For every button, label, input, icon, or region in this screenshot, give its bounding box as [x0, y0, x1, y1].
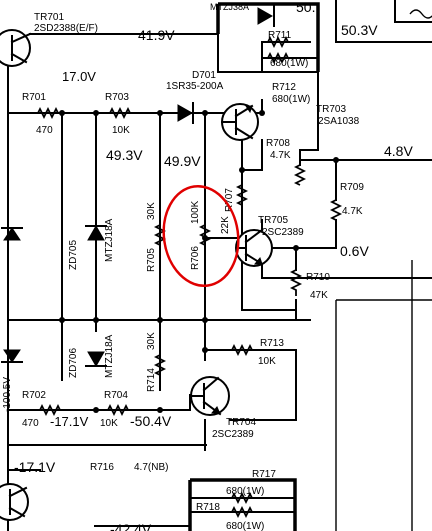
- tr-bottom-left-symbol: [0, 483, 29, 521]
- v-neg-17-1-mid: -17.1V: [50, 414, 89, 429]
- r718-value: 680(1W): [226, 521, 264, 531]
- r708-symbol: [293, 164, 307, 186]
- v-neg-17-1-left: -17.1V: [14, 459, 56, 475]
- r718-name: R718: [196, 502, 220, 513]
- d701-name: D701: [192, 70, 216, 81]
- v-17-0: 17.0V: [62, 69, 96, 84]
- r714-name: R714: [146, 368, 157, 392]
- v-top-partial: 50.: [296, 0, 315, 15]
- r704-name: R704: [104, 390, 128, 401]
- tr704-part: 2SC2389: [212, 429, 254, 440]
- r709-name: R709: [340, 182, 364, 193]
- r717-name: R717: [252, 469, 276, 480]
- r717-value: 680(1W): [226, 486, 264, 497]
- tr703-name: TR703: [316, 104, 346, 115]
- r713-name: R713: [260, 338, 284, 349]
- r708-value: 4.7K: [270, 150, 291, 161]
- r705-symbol: [153, 224, 167, 246]
- tr701-name: TR701: [34, 12, 64, 23]
- tr703-part: 2SA1038: [318, 116, 360, 127]
- r702-name: R702: [22, 390, 46, 401]
- r703-symbol: [109, 106, 131, 120]
- r704-symbol: [107, 403, 129, 417]
- r710-value: 47K: [310, 290, 328, 301]
- r711-value: 680(1W): [270, 58, 308, 69]
- zd705-symbol: [85, 224, 107, 241]
- r712-name: R712: [272, 82, 296, 93]
- r709-symbol: [329, 199, 343, 221]
- r701-value: 470: [36, 125, 53, 136]
- wires: [7, 0, 432, 531]
- r710-symbol: [289, 269, 303, 296]
- v-49-9: 49.9V: [164, 153, 201, 169]
- r704-value: 10K: [100, 418, 118, 429]
- r717-symbol: [231, 491, 253, 505]
- r705-value: 30K: [146, 202, 157, 220]
- v-neg-50-4: -50.4V: [130, 413, 172, 429]
- r706-symbol: [198, 224, 212, 246]
- tr701-part: 2SD2388(E/F): [34, 23, 98, 34]
- zd705-name: ZD705: [68, 240, 79, 270]
- r702-symbol: [39, 403, 61, 417]
- zener-left-mid-symbol: [1, 227, 23, 241]
- r709-value: 4.7K: [342, 206, 363, 217]
- d701-symbol: [169, 102, 211, 124]
- r712-symbol: [262, 51, 296, 65]
- v-bottom-partial: -42.4V: [110, 521, 152, 531]
- v-top-right: 50.3V: [341, 22, 378, 38]
- r714-value: 30K: [146, 332, 157, 350]
- zd706-symbol: [85, 351, 107, 368]
- r714-symbol: [153, 354, 167, 376]
- v-left-partial: -100.5V: [2, 377, 13, 412]
- r710-name: R710: [306, 272, 330, 283]
- tr703-symbol: [221, 103, 259, 141]
- diodes: [1, 5, 275, 368]
- r701-name: R701: [22, 92, 46, 103]
- zener-top-part: MTZJ38A: [210, 2, 249, 12]
- v-4-8: 4.8V: [384, 143, 413, 159]
- zd706-name: ZD706: [68, 348, 79, 378]
- r713-symbol: [231, 343, 253, 357]
- tr705-name: TR705: [258, 215, 288, 226]
- d701-part: 1SR35-200A: [166, 81, 224, 92]
- v-0-6: 0.6V: [340, 243, 369, 259]
- r702-value: 470: [22, 418, 39, 429]
- r712-value: 680(1W): [272, 94, 310, 105]
- r703-name: R703: [105, 92, 129, 103]
- r707-name: R707: [224, 188, 235, 212]
- r713-value: 10K: [258, 356, 276, 367]
- r708-name: R708: [266, 138, 290, 149]
- zd705-part: MTZJ18A: [104, 218, 115, 262]
- r701-symbol: [37, 106, 59, 120]
- resistors: [37, 35, 343, 519]
- tr704-symbol: [189, 376, 230, 416]
- zd706-part: MTZJ18A: [104, 334, 115, 378]
- r718-symbol: [231, 505, 253, 519]
- r706-value: 100K: [190, 200, 201, 224]
- r716-value: 4.7(NB): [134, 462, 168, 473]
- voltage-labels: 50.3V 50. 41.9V 17.0V 49.3V 49.9V 4.8V 0…: [2, 0, 413, 531]
- component-labels: TR701 2SD2388(E/F) MTZJ38A R711 680(1W) …: [22, 2, 364, 531]
- tr705-symbol: [235, 228, 273, 267]
- highlight-ellipse: [162, 184, 240, 288]
- r703-value: 10K: [112, 125, 130, 136]
- tr705-part: 2SC2389: [262, 227, 304, 238]
- r716-name: R716: [90, 462, 114, 473]
- r707-symbol: [235, 184, 249, 206]
- r706-name: R706: [190, 246, 201, 270]
- v-49-3: 49.3V: [106, 147, 143, 163]
- r705-name: R705: [146, 248, 157, 272]
- tr704-name: TR704: [226, 417, 256, 428]
- zener-top-symbol: [257, 5, 275, 27]
- zener-left-low-symbol: [1, 349, 23, 363]
- tr701-symbol: [0, 29, 32, 67]
- transistors: [0, 29, 273, 521]
- r711-symbol: [262, 35, 296, 49]
- r711-name: R711: [268, 30, 292, 41]
- v-41-9: 41.9V: [138, 27, 175, 43]
- r707-value: 22K: [220, 216, 231, 234]
